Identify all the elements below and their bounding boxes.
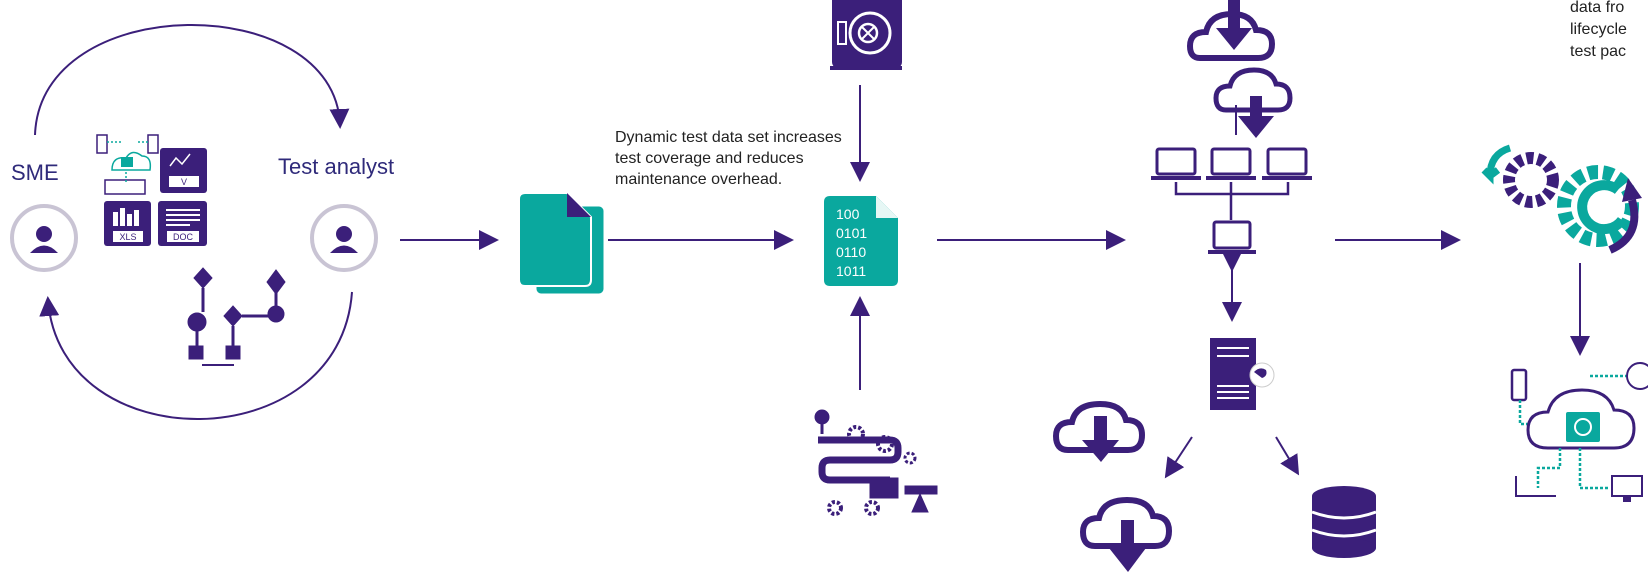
flowchart-icon <box>187 267 286 366</box>
note-line-3: test pac <box>1570 43 1626 60</box>
vault-icon <box>830 0 902 70</box>
cycle-arrow-top <box>34 24 350 136</box>
xls-document-icon <box>104 201 151 246</box>
laptops-network-icon <box>1151 105 1312 254</box>
binary-line-1: 100 <box>836 206 860 222</box>
v-badge: V <box>181 177 187 187</box>
server-icon <box>1210 338 1275 410</box>
cycle-arrow-bottom <box>39 291 353 420</box>
cloud-download-icon-top <box>1186 0 1276 61</box>
cloud-vault-devices-icon <box>1510 362 1648 502</box>
arrow-server-to-database <box>1275 436 1300 476</box>
description-text: Dynamic test data set increases test cov… <box>615 129 842 188</box>
database-icon <box>1311 486 1377 558</box>
binary-line-4: 1011 <box>836 263 866 279</box>
devices-cloud-icon <box>96 134 159 195</box>
gears-pipeline-icon <box>814 409 938 516</box>
cloud-download-icon-bottom-left <box>1052 400 1146 462</box>
note-line-2: lifecycle <box>1570 21 1627 38</box>
xls-badge: XLS <box>119 232 136 242</box>
doc-document-icon <box>158 201 207 246</box>
test-analyst-avatar-icon <box>310 204 378 272</box>
binary-line-2: 0101 <box>836 225 867 241</box>
arrow-server-to-clouds <box>1164 436 1193 479</box>
doc-badge: DOC <box>173 232 194 242</box>
note-line-1: data fro <box>1570 0 1624 16</box>
v-document-icon <box>160 148 207 193</box>
documents-stack-icon <box>518 192 607 297</box>
cloud-download-icon-second <box>1213 67 1293 138</box>
binary-line-3: 0110 <box>836 244 866 260</box>
test-analyst-label: Test analyst <box>278 154 394 179</box>
gears-cycle-icon <box>1481 144 1642 254</box>
binary-file-icon <box>824 196 898 286</box>
cloud-download-icon-bottom <box>1079 496 1173 572</box>
sme-label: SME <box>11 160 59 185</box>
sme-avatar-icon <box>10 204 78 272</box>
